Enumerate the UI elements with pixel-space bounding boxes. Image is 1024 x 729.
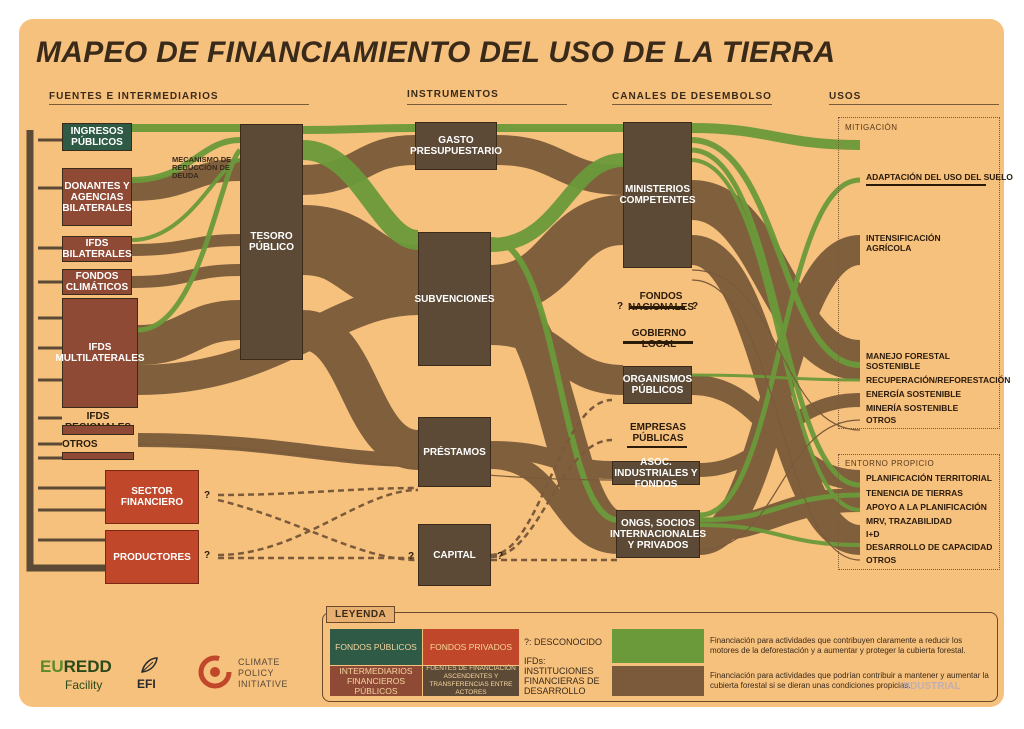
column-underline xyxy=(407,104,567,105)
node-capital: CAPITAL xyxy=(418,524,491,586)
legend-private-funds: FONDOS PRIVADOS xyxy=(423,629,519,665)
thin-flows xyxy=(137,269,861,561)
column-header-instruments: INSTRUMENTOS xyxy=(407,89,499,100)
node-ifd-regionales xyxy=(62,425,134,435)
use-item: INTENSIFICACIÓN AGRÍCOLA xyxy=(866,233,941,253)
legend-public-funds: FONDOS PÚBLICOS xyxy=(330,629,422,665)
use-item: MINERÍA SOSTENIBLE xyxy=(866,403,959,413)
euredd-logo-eu: EU xyxy=(40,657,64,676)
entorno-group xyxy=(838,454,1000,570)
node-gobierno-local xyxy=(623,341,693,344)
node-asoc-industriales: ASOC. INDUSTRIALES Y FONDOS xyxy=(612,457,700,490)
label-gobierno-local: GOBIERNO LOCAL xyxy=(631,328,687,350)
label-empresas-publicas: EMPRESAS PÚBLICAS xyxy=(629,422,687,444)
page-title: MAPEO DE FINANCIAMIENTO DEL USO DE LA TI… xyxy=(36,36,836,69)
unknown-mark: ? xyxy=(204,550,211,561)
legend-ifds: IFDs: INSTITUCIONES FINANCIERAS DE DESAR… xyxy=(524,656,600,696)
column-underline xyxy=(612,104,772,105)
node-tesoro-publico: TESORO PÚBLICO xyxy=(240,124,303,360)
node-gasto-presupuestario: GASTO PRESUPUESTARIO xyxy=(410,122,502,170)
cpi-label: CLIMATE POLICY INITIATIVE xyxy=(238,657,288,689)
column-underline xyxy=(829,104,999,105)
cpi-logo-icon xyxy=(198,655,232,689)
use-item: OTROS xyxy=(866,555,897,565)
legend-title: LEYENDA xyxy=(326,606,396,623)
use-item: TENENCIA DE TIERRAS xyxy=(866,488,963,498)
unknown-mark: ? xyxy=(204,490,211,501)
unknown-mark: ? xyxy=(617,301,624,312)
node-organismos-publicos: ORGANISMOS PÚBLICOS xyxy=(623,366,692,404)
node-otros-source xyxy=(62,452,134,460)
column-underline xyxy=(49,104,309,105)
use-item: PLANIFICACIÓN TERRITORIAL xyxy=(866,473,992,483)
use-item: ENERGÍA SOSTENIBLE xyxy=(866,389,962,399)
euredd-facility: Facility xyxy=(65,678,103,692)
legend-brown-text: Financiación para actividades que podría… xyxy=(710,671,989,690)
label-otros-source: OTROS xyxy=(62,439,98,450)
node-donantes: DONANTES Y AGENCIAS BILATERALES xyxy=(62,168,132,226)
use-item: I+D xyxy=(866,529,880,539)
node-prestamos: PRÉSTAMOS xyxy=(418,417,491,487)
efi-leaf-icon xyxy=(139,655,159,675)
node-sector-financiero: SECTOR FINANCIERO xyxy=(105,470,199,524)
legend-unknown: ?: DESCONOCIDO xyxy=(524,637,603,647)
column-header-sources: FUENTES E INTERMEDIARIOS xyxy=(49,91,219,102)
euredd-logo-redd: REDD xyxy=(63,657,112,676)
node-ministerios: MINISTERIOS COMPETENTES xyxy=(619,122,696,268)
watermark: INDUSTRIAL xyxy=(900,681,961,692)
node-fondos-climaticos: FONDOS CLIMÁTICOS xyxy=(62,269,132,295)
legend-intermediaries: INTERMEDIARIOS FINANCIEROS PÚBLICOS xyxy=(330,666,422,696)
label-mecanismo-deuda: MECANISMO DE REDUCCIÓN DE DEUDA xyxy=(172,155,232,180)
node-productores: PRODUCTORES xyxy=(105,530,199,584)
mitigacion-label: MITIGACIÓN xyxy=(845,123,898,132)
unknown-mark: ? xyxy=(497,551,504,562)
legend-green-swatch xyxy=(612,629,704,663)
source-arrows xyxy=(38,138,105,542)
entorno-label: ENTORNO PROPICIO xyxy=(845,459,935,468)
node-fondos-nacionales xyxy=(630,306,685,309)
efi-label: EFI xyxy=(137,677,156,691)
node-ingresos-publicos: INGRESOS PÚBLICOS xyxy=(62,123,132,151)
node-ifd-bilaterales: IFDs BILATERALES xyxy=(62,236,132,262)
use-bar xyxy=(866,184,986,186)
use-item: RECUPERACIÓN/REFORESTACIÓN xyxy=(866,375,1011,385)
unknown-mark: ? xyxy=(692,301,699,312)
legend-transfers: FUENTES DE FINANCIACIÓN ASCENDENTES Y TR… xyxy=(423,665,519,696)
column-header-channels: CANALES DE DESEMBOLSO xyxy=(612,91,772,102)
source-bracket xyxy=(26,130,105,572)
use-item: ADAPTACIÓN DEL USO DEL SUELO xyxy=(866,172,1013,182)
legend-green-text: Financiación para actividades que contri… xyxy=(710,636,966,655)
use-item: DESARROLLO DE CAPACIDAD xyxy=(866,542,993,552)
unknown-mark: ? xyxy=(408,551,415,562)
legend-brown-swatch xyxy=(612,666,704,696)
node-ifd-multilaterales: IFDs MULTILATERALES xyxy=(55,298,145,408)
node-subvenciones: SUBVENCIONES xyxy=(415,232,495,366)
use-item: MRV, TRAZABILIDAD xyxy=(866,516,952,526)
euredd-logo: EUREDD xyxy=(40,657,112,677)
mitigacion-group xyxy=(838,117,1000,429)
node-empresas-publicas xyxy=(627,446,687,448)
use-item: OTROS xyxy=(866,415,897,425)
node-ongs: ONGs, SOCIOS INTERNACIONALES Y PRIVADOS xyxy=(610,510,706,558)
use-item: APOYO A LA PLANIFICACIÓN xyxy=(866,502,987,512)
use-item: MANEJO FORESTAL SOSTENIBLE xyxy=(866,351,950,371)
dashed-flows xyxy=(217,398,618,562)
column-header-uses: USOS xyxy=(829,91,862,102)
